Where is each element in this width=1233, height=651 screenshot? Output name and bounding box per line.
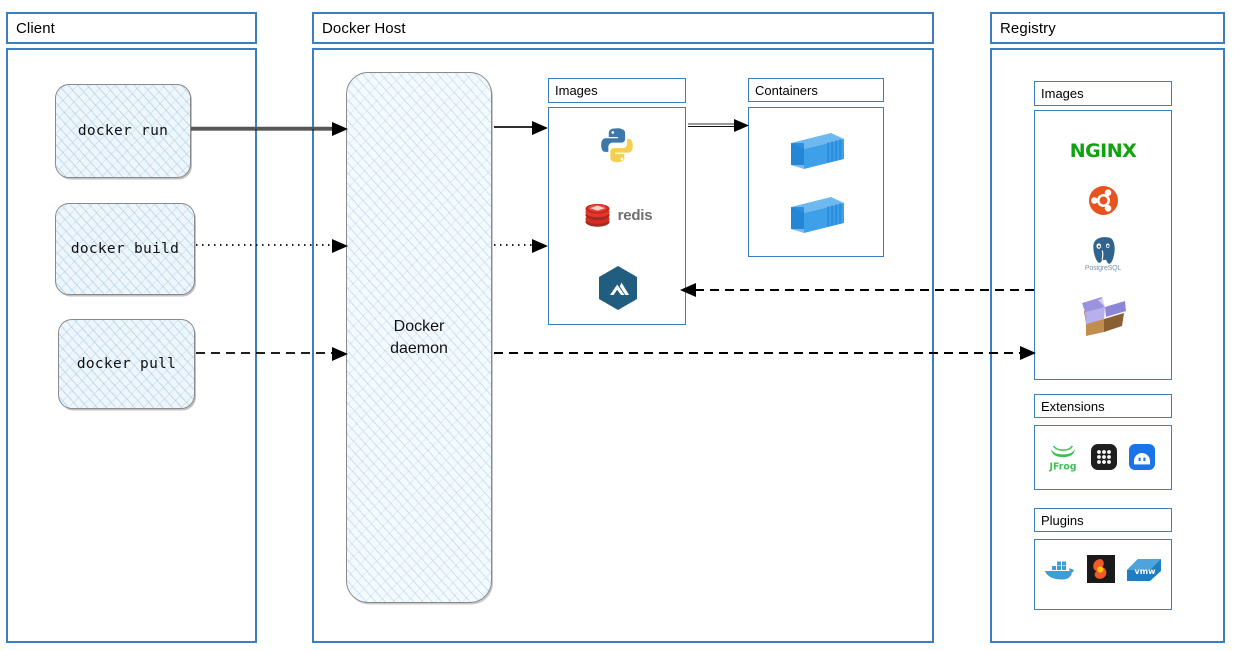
container-icon xyxy=(786,192,848,238)
registry-images-header: Images xyxy=(1034,81,1172,106)
edge-run-to-daemon xyxy=(191,122,348,136)
registry-extensions-title: Extensions xyxy=(1041,398,1105,414)
nginx-wordmark: NGINX xyxy=(1069,140,1137,162)
container-icon xyxy=(786,128,848,174)
registry-images-title: Images xyxy=(1041,86,1084,101)
zone-title-docker-host: Docker Host xyxy=(322,19,406,37)
zone-title-registry: Registry xyxy=(1000,19,1056,37)
host-images-title: Images xyxy=(555,83,598,98)
command-label: docker pull xyxy=(76,356,177,372)
svg-text:JFrog: JFrog xyxy=(1048,461,1076,472)
edge-build-to-daemon xyxy=(196,239,348,253)
registry-plugins-header: Plugins xyxy=(1034,508,1172,532)
alpine-icon xyxy=(597,265,639,311)
registry-plugins-title: Plugins xyxy=(1041,512,1084,528)
redis-icon: redis xyxy=(578,198,658,232)
ubuntu-icon xyxy=(1087,184,1119,216)
edge-daemon-to-images-2 xyxy=(494,239,548,253)
host-containers-body xyxy=(748,107,884,257)
nginx-icon: NGINX xyxy=(1063,139,1143,163)
edge-images-to-containers xyxy=(688,119,749,132)
svg-text:vmw: vmw xyxy=(1135,567,1157,576)
command-docker-run[interactable]: docker run xyxy=(55,84,191,178)
package-box-icon xyxy=(1078,294,1130,340)
vmware-icon: vmw xyxy=(1125,556,1163,584)
host-images-header: Images xyxy=(548,78,686,103)
edge-pull-to-daemon xyxy=(196,347,348,361)
grafana-icon xyxy=(1087,555,1115,583)
command-docker-build[interactable]: docker build xyxy=(55,203,195,295)
redis-wordmark: redis xyxy=(617,206,653,224)
postgresql-wordmark: PostgreSQL xyxy=(1084,265,1122,272)
python-icon xyxy=(596,124,640,168)
command-label: docker build xyxy=(70,241,180,257)
host-containers-header: Containers xyxy=(748,78,884,102)
postgresql-icon: PostgreSQL xyxy=(1080,230,1126,276)
docker-whale-icon xyxy=(1043,556,1077,584)
grid-dots-icon xyxy=(1091,444,1117,470)
edge-daemon-to-registry xyxy=(494,346,1036,360)
dome-icon xyxy=(1129,444,1155,470)
zone-header-client: Client xyxy=(6,12,257,44)
jfrog-icon: JFrog xyxy=(1046,443,1080,475)
zone-header-registry: Registry xyxy=(990,12,1225,44)
edge-daemon-to-images xyxy=(494,121,548,135)
registry-extensions-header: Extensions xyxy=(1034,394,1172,418)
edge-registry-to-images xyxy=(680,283,1034,297)
zone-title-client: Client xyxy=(16,19,55,37)
command-docker-pull[interactable]: docker pull xyxy=(58,319,195,409)
command-label: docker run xyxy=(77,123,169,139)
zone-header-docker-host: Docker Host xyxy=(312,12,934,44)
host-containers-title: Containers xyxy=(755,82,818,98)
